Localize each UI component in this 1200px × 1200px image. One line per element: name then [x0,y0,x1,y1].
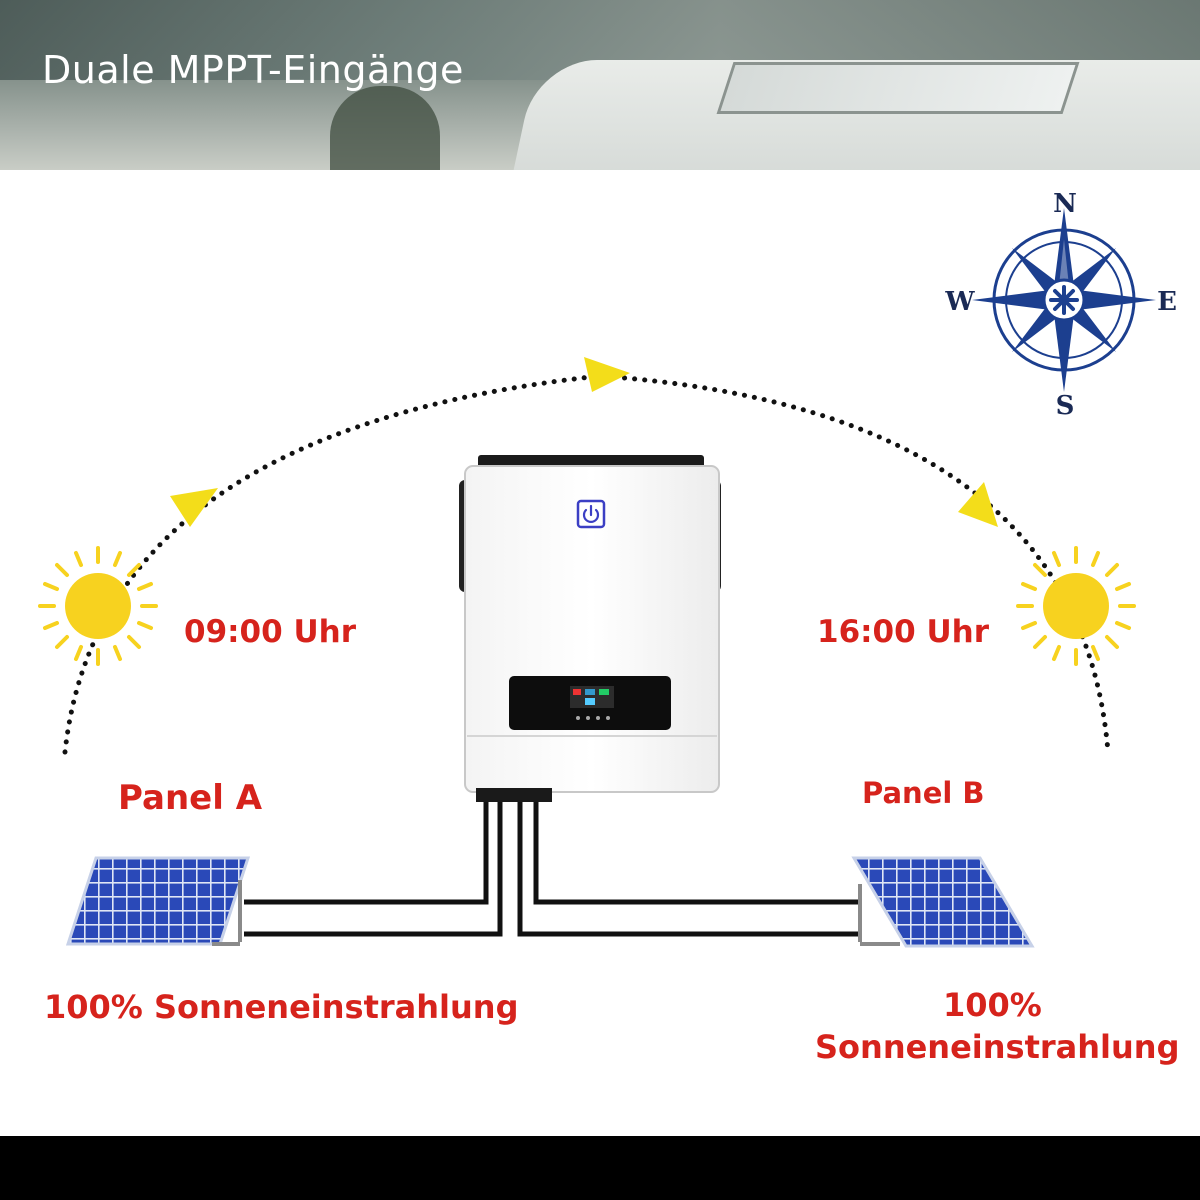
compass-letter-west: W [944,287,975,317]
compass-letter-east: E [1157,287,1177,317]
arrow-icon [958,482,998,527]
compass-letter-south: S [1056,391,1075,421]
header-title: Duale MPPT-Eingänge [42,48,464,92]
panel-a-label: Panel A [118,778,263,818]
solar-panel-icon [851,856,1035,948]
solar-panel-icon [65,856,251,946]
header-background-person [330,86,440,170]
compass-rose-icon [972,208,1156,392]
sun-icon [1016,546,1136,666]
header-banner: Duale MPPT-Eingänge [0,0,1200,170]
irradiation-left-label: 100% Sonneneinstrahlung [44,988,519,1026]
arrow-icon [584,357,630,392]
panel-b-label: Panel B [862,776,985,810]
footer-bar [0,1136,1200,1200]
time-label-morning: 09:00 Uhr [184,614,356,650]
irradiation-right-percent: 100% [943,986,1042,1024]
sun-path-arc [62,373,1111,755]
compass-letter-north: N [1053,189,1077,219]
cable-group [244,800,858,937]
inverter-icon [459,455,721,802]
arrow-icon [170,488,218,527]
power-button-icon [576,499,606,529]
sun-icon [38,546,158,666]
time-label-afternoon: 16:00 Uhr [817,614,989,650]
irradiation-right-label: Sonneneinstrahlung [815,1028,1180,1066]
